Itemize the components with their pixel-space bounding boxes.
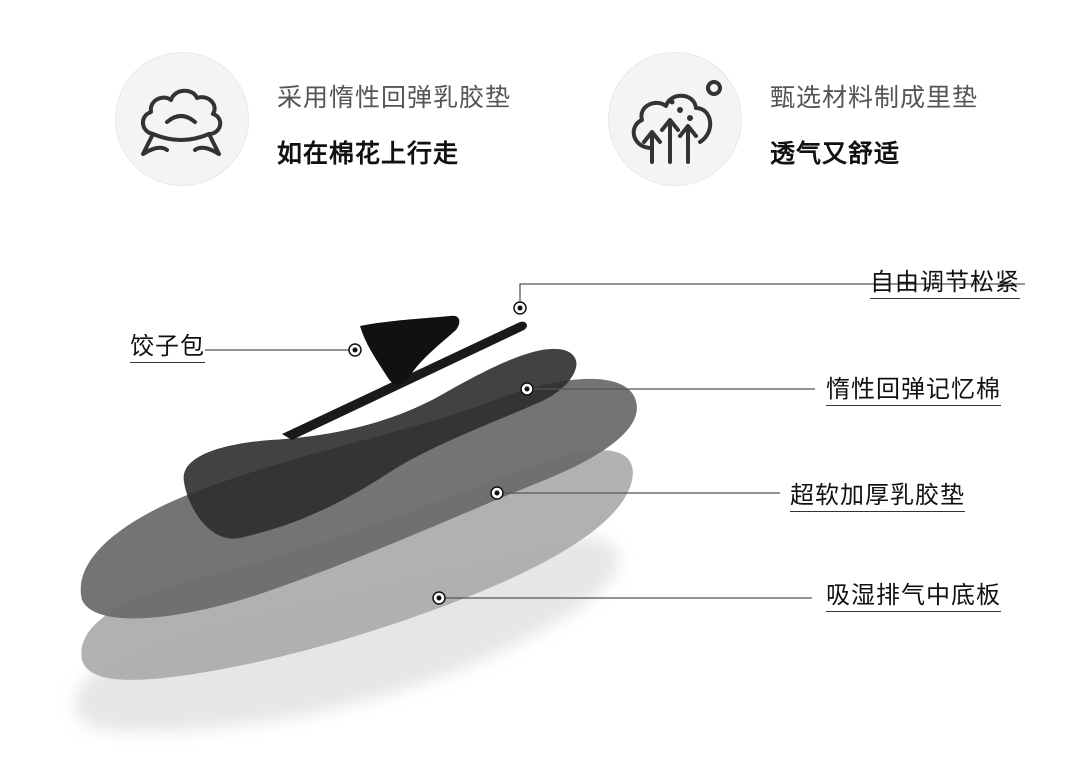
callout-memory-foam: 惰性回弹记忆棉: [826, 375, 1001, 406]
latex-pad-layer: [80, 378, 637, 619]
feature-subtitle: 透气又舒适: [770, 139, 901, 168]
tree-material-icon: [608, 52, 742, 186]
dumpling-pocket-piece: [360, 315, 460, 385]
callout-midsole: 吸湿排气中底板: [826, 581, 1001, 612]
callout-dumpling: 饺子包: [130, 332, 205, 363]
cotton-cloud-icon: [115, 52, 249, 186]
callout-latex-pad: 超软加厚乳胶垫: [790, 481, 965, 512]
callout-adjust: 自由调节松紧: [870, 268, 1020, 299]
feature-title: 采用惰性回弹乳胶垫: [277, 83, 512, 112]
feature-material: 甄选材料制成里垫 透气又舒适: [608, 52, 1048, 192]
memory-foam-layer: [183, 348, 577, 539]
midsole-layer: [81, 450, 633, 680]
feature-subtitle: 如在棉花上行走: [277, 139, 460, 168]
feature-cotton: 采用惰性回弹乳胶垫 如在棉花上行走: [115, 52, 575, 192]
leader-adjust: [519, 283, 1025, 308]
feature-title: 甄选材料制成里垫: [770, 83, 979, 112]
